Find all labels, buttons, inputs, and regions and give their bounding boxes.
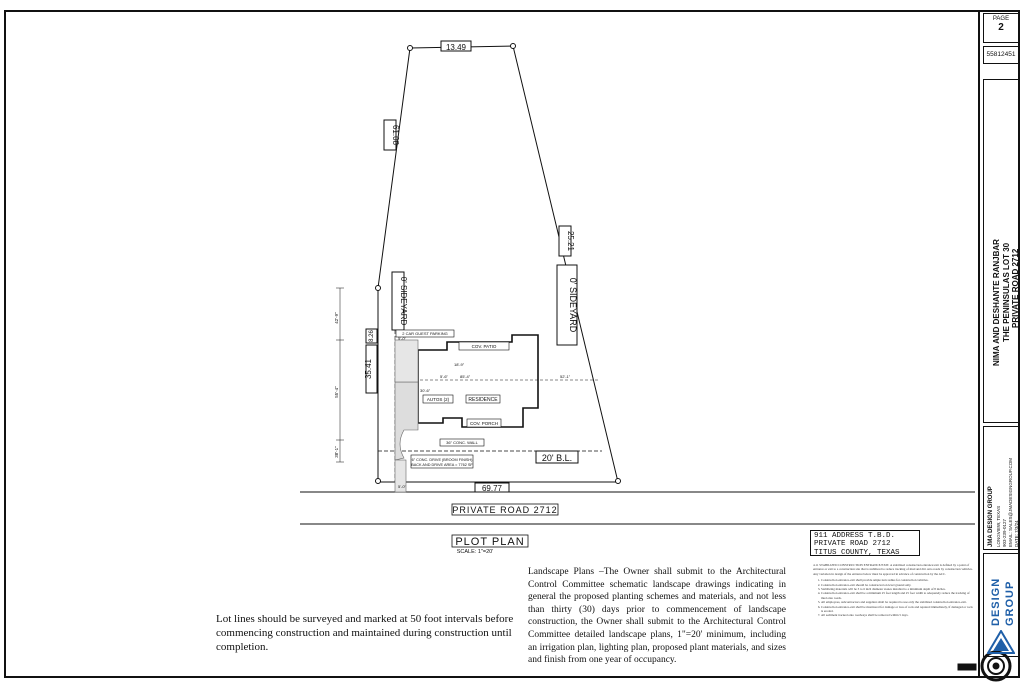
offset-label: 35.41 <box>364 358 373 379</box>
corner-marker-se <box>615 478 621 484</box>
offset-small-label: 8.26 <box>369 330 375 342</box>
label-box-cov-patio <box>458 341 510 351</box>
walk-strip <box>394 459 407 493</box>
page-label: PAGE <box>992 16 1010 22</box>
guest-parking-label: 2 CAR GUEST PARKING <box>402 331 447 336</box>
label-box-top <box>440 40 472 52</box>
landscape-note: Landscape Plans –The Owner shall submit … <box>528 567 786 666</box>
firm-city: LONGVIEW, TEXAS <box>996 505 1001 547</box>
sideyard-right-label: 0' SIDEYARD <box>568 278 578 333</box>
corner-marker-sw <box>375 478 381 484</box>
dim-4: 5'-0" <box>398 336 407 341</box>
autos-label: AUTOS (2) <box>427 397 450 402</box>
label-box-wall <box>439 438 485 447</box>
address-line-3: TITUS COUNTY, TEXAS <box>814 548 900 557</box>
title-block: PAGE 2 55812451 NIMA AND DESHANTE RANJBA… <box>978 10 1020 678</box>
logo-line-2: GROUP <box>1004 580 1016 626</box>
address-line-2: PRIVATE ROAD 2712 <box>814 540 891 549</box>
label-box-bl <box>535 450 579 464</box>
project-name: THE PENINSULAS LOT 30 <box>1002 242 1011 342</box>
client-name: NIMA AND DESHANTE RANJBAR <box>992 239 1001 366</box>
logo-mark-icon <box>987 630 1015 654</box>
page-cell: PAGE 2 <box>983 13 1019 43</box>
plot-plan-scale: SCALE: 1"=20' <box>457 549 493 555</box>
job-number: 55812451 <box>986 51 1016 58</box>
label-box-right <box>558 225 572 257</box>
dim-10: 5'-6" <box>440 374 449 379</box>
road-label: PRIVATE ROAD 2712 <box>452 505 557 515</box>
label-box-drive <box>410 454 474 469</box>
property-boundary <box>377 45 619 483</box>
job-number-cell: 55812451 <box>983 46 1019 64</box>
label-box-sideyard-right <box>556 264 578 346</box>
stab-list: Construction entrance-exit shall provide… <box>821 578 973 618</box>
residence-label: RESIDENCE <box>468 397 498 403</box>
lot-lines-note: Lot lines should be surveyed and marked … <box>216 613 514 653</box>
drawing-sheet <box>4 10 1020 678</box>
label-box-parking <box>395 329 455 338</box>
dim-6: 18'-9" <box>454 362 465 367</box>
driveway <box>394 381 419 461</box>
building-line-label: 20' B.L. <box>542 453 572 463</box>
label-box-offset-small <box>365 328 378 344</box>
label-box-offset <box>365 344 378 394</box>
conc-wall-label: 36" CONC. WALL <box>446 440 479 445</box>
firm-email: EMAIL: SALES@JMADESIGNGROUP.COM <box>1008 457 1013 547</box>
stab-item: All employees, subcontractors and suppli… <box>821 600 973 604</box>
boundary-right-label: 25.21 <box>566 231 575 252</box>
logo-line-1: DESIGN <box>990 577 1002 626</box>
label-box-residence <box>465 394 501 404</box>
dim-3: 38'-1" <box>334 446 339 458</box>
firm-phone: 903-239-0127 <box>1002 518 1007 547</box>
corner-marker-nw <box>407 45 413 51</box>
firm-name: JMA DESIGN GROUP <box>988 486 994 547</box>
address-line-1: 911 ADDRESS T.B.D. <box>814 532 896 540</box>
boundary-top-label: 13.49 <box>446 43 467 52</box>
stab-item: Construction entrance-exit shall be moni… <box>821 605 973 614</box>
stab-item: All sediment tracked onto roadways shall… <box>821 613 973 617</box>
stab-item: Construction entrance-exit should be con… <box>821 583 973 587</box>
stabilized-entrance-note: 4.11 STABILIZED CONSTRUCTION ENTRANCE/EX… <box>813 563 973 618</box>
dim-8: 52'-1" <box>560 374 571 379</box>
dim-5: 5'-0" <box>398 484 407 489</box>
drive-note-1: 6" CONC. DRIVE (BROOM FINISH) <box>412 458 474 462</box>
firm-cell: JMA DESIGN GROUP LONGVIEW, TEXAS 903-239… <box>983 426 1019 550</box>
project-road: PRIVATE ROAD 2712 <box>1011 248 1020 328</box>
label-box-left <box>383 119 397 151</box>
corner-marker-ne <box>510 43 516 49</box>
dim-2: 55'-4" <box>334 386 339 398</box>
cov-patio-label: COV. PATIO <box>472 344 497 349</box>
label-box-title <box>451 534 529 548</box>
cov-porch-label: COV. PORCH <box>470 421 498 426</box>
dim-9: 30'-6" <box>420 388 431 393</box>
boundary-bottom-label: 69.77 <box>482 484 503 493</box>
stab-heading: 4.11 STABILIZED CONSTRUCTION ENTRANCE/EX… <box>813 563 973 576</box>
sideyard-left-label: 0' SIDEYARD <box>399 277 408 326</box>
guest-parking-area <box>394 339 419 383</box>
project-cell: NIMA AND DESHANTE RANJBAR THE PENINSULAS… <box>983 79 1020 423</box>
dim-7: 85'-4" <box>460 374 471 379</box>
logo-cell: DESIGN GROUP <box>983 553 1019 657</box>
dim-1: 42'-9" <box>334 312 339 324</box>
address-box: 911 ADDRESS T.B.D. PRIVATE ROAD 2712 TIT… <box>810 530 920 557</box>
label-box-autos <box>422 394 454 404</box>
label-box-road <box>451 503 559 516</box>
drive-note-2: BACK AND DRIVE AREA = 7762 SF <box>411 463 473 467</box>
page-number: 2 <box>998 22 1004 33</box>
corner-marker-w <box>375 285 381 291</box>
firm-date: DATE: 7/3/24 <box>1014 520 1019 547</box>
plot-plan-title: PLOT PLAN <box>455 536 524 548</box>
stab-item: Construction entrance-exit shall provide… <box>821 578 973 582</box>
label-box-bottom <box>474 482 510 493</box>
stab-item: Stabilizing materials will be 3 to 6 inc… <box>821 587 973 591</box>
stab-item: Construction entrance-exit shall be a mi… <box>821 591 973 600</box>
label-box-cov-porch <box>466 418 502 428</box>
boundary-left-label: 61.08 <box>391 125 400 146</box>
